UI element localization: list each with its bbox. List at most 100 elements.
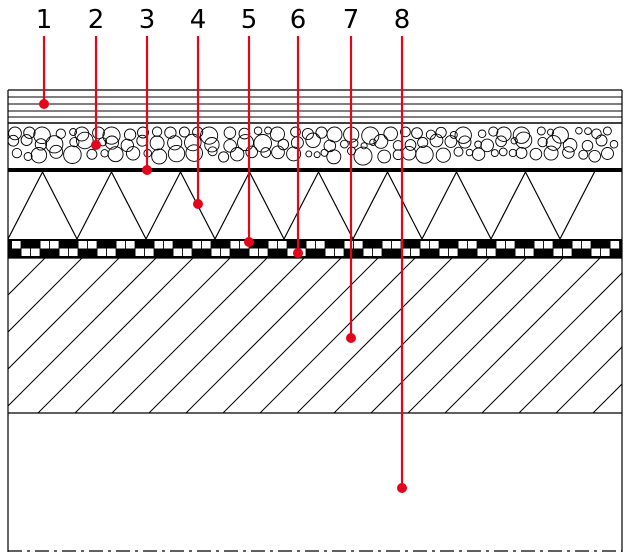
hatch-line bbox=[8, 258, 83, 333]
barrier-gap bbox=[601, 248, 610, 256]
barrier-gap bbox=[430, 241, 439, 249]
gravel-stone bbox=[536, 126, 546, 136]
barrier-gap bbox=[449, 248, 458, 256]
leader-5 bbox=[244, 36, 254, 247]
barrier-gap bbox=[582, 241, 591, 249]
layer-3-membrane bbox=[8, 168, 622, 172]
leader-6 bbox=[293, 36, 303, 258]
gravel-stone bbox=[415, 145, 434, 164]
gravel-stone bbox=[545, 135, 562, 151]
barrier-gap bbox=[515, 248, 525, 256]
gravel-stone bbox=[449, 130, 458, 139]
barrier-gap bbox=[525, 248, 534, 256]
gravel-stone bbox=[551, 126, 569, 144]
gravel-stone bbox=[69, 137, 80, 148]
gravel-stone bbox=[100, 149, 109, 158]
gravel-stone bbox=[474, 140, 482, 149]
hatch-line bbox=[185, 258, 342, 413]
barrier-gap bbox=[230, 241, 240, 249]
gravel-stone bbox=[417, 136, 429, 149]
gravel-stone bbox=[253, 126, 263, 136]
label-8: 8 bbox=[394, 5, 411, 35]
gravel-stone bbox=[313, 151, 321, 159]
barrier-gap bbox=[458, 241, 468, 249]
gravel-stone bbox=[595, 134, 608, 147]
gravel-stone bbox=[167, 144, 186, 163]
gravel-stone bbox=[515, 131, 533, 149]
gravel-stone bbox=[383, 126, 398, 142]
hatch-line bbox=[481, 272, 622, 413]
hatch-line bbox=[8, 258, 9, 259]
gravel-stone bbox=[104, 135, 119, 150]
leader-3 bbox=[142, 36, 152, 175]
gravel-stone bbox=[465, 148, 474, 157]
gravel-stone bbox=[488, 126, 499, 137]
barrier-gap bbox=[411, 248, 420, 256]
gravel-stone bbox=[369, 138, 377, 146]
gravel-stone bbox=[562, 138, 578, 153]
gravel-stone bbox=[444, 135, 458, 148]
gravel-stone bbox=[20, 134, 33, 147]
gravel-stone bbox=[69, 128, 78, 136]
gravel-stone bbox=[411, 127, 423, 139]
leader-lines bbox=[39, 36, 407, 493]
barrier-gap bbox=[126, 241, 135, 249]
gravel-stone bbox=[425, 129, 436, 140]
gravel-stone bbox=[167, 135, 183, 151]
gravel-stone bbox=[55, 128, 66, 139]
barrier-gap bbox=[31, 248, 40, 256]
gravel-stone bbox=[164, 126, 177, 139]
gravel-stone bbox=[543, 145, 559, 161]
gravel-stone bbox=[373, 134, 389, 149]
gravel-stone bbox=[490, 149, 499, 158]
leader-2 bbox=[91, 36, 101, 150]
gravel-stone bbox=[315, 126, 328, 139]
label-6: 6 bbox=[290, 5, 307, 35]
barrier-gap bbox=[487, 248, 496, 256]
barrier-gap bbox=[591, 248, 601, 256]
barrier-gap bbox=[211, 248, 221, 256]
gravel-stone bbox=[305, 132, 321, 149]
barrier-gap bbox=[183, 248, 192, 256]
gravel-stone bbox=[340, 139, 349, 149]
barrier-gap bbox=[496, 241, 506, 249]
gravel-stone bbox=[33, 126, 51, 145]
label-2: 2 bbox=[88, 5, 105, 35]
leader-8 bbox=[397, 36, 407, 493]
barrier-gap bbox=[154, 241, 164, 249]
barrier-gap bbox=[278, 241, 287, 249]
gravel-stone bbox=[377, 149, 392, 164]
gravel-stone bbox=[223, 139, 237, 153]
gravel-stone bbox=[435, 147, 451, 163]
gravel-stone bbox=[547, 128, 555, 136]
hatch-line bbox=[370, 258, 527, 413]
gravel-stone bbox=[591, 128, 602, 139]
barrier-gap bbox=[401, 248, 411, 256]
label-7: 7 bbox=[343, 5, 360, 35]
gravel-stone bbox=[578, 149, 589, 160]
barrier-gap bbox=[544, 241, 553, 249]
barrier-gap bbox=[145, 248, 154, 256]
hatch-line bbox=[8, 258, 157, 407]
gravel-stone bbox=[86, 148, 98, 160]
gravel-stone bbox=[151, 148, 168, 165]
gravel-stone bbox=[458, 135, 472, 149]
barrier-gap bbox=[477, 248, 487, 256]
hatch-line bbox=[518, 309, 622, 413]
barrier-gap bbox=[135, 248, 145, 256]
gravel-stone bbox=[23, 152, 33, 161]
barrier-gap bbox=[392, 241, 401, 249]
hatch-line bbox=[37, 258, 194, 413]
gravel-stone bbox=[454, 126, 472, 144]
gravel-stone bbox=[120, 138, 134, 153]
hatch-line bbox=[592, 383, 622, 413]
gravel-stone bbox=[76, 131, 94, 150]
barrier-gap bbox=[306, 241, 316, 249]
gravel-stone bbox=[178, 126, 190, 138]
gravel-stone bbox=[184, 133, 202, 152]
gravel-stone bbox=[326, 149, 342, 165]
label-5: 5 bbox=[241, 5, 258, 35]
gravel-stone bbox=[200, 126, 219, 145]
barrier-gap bbox=[12, 241, 21, 249]
